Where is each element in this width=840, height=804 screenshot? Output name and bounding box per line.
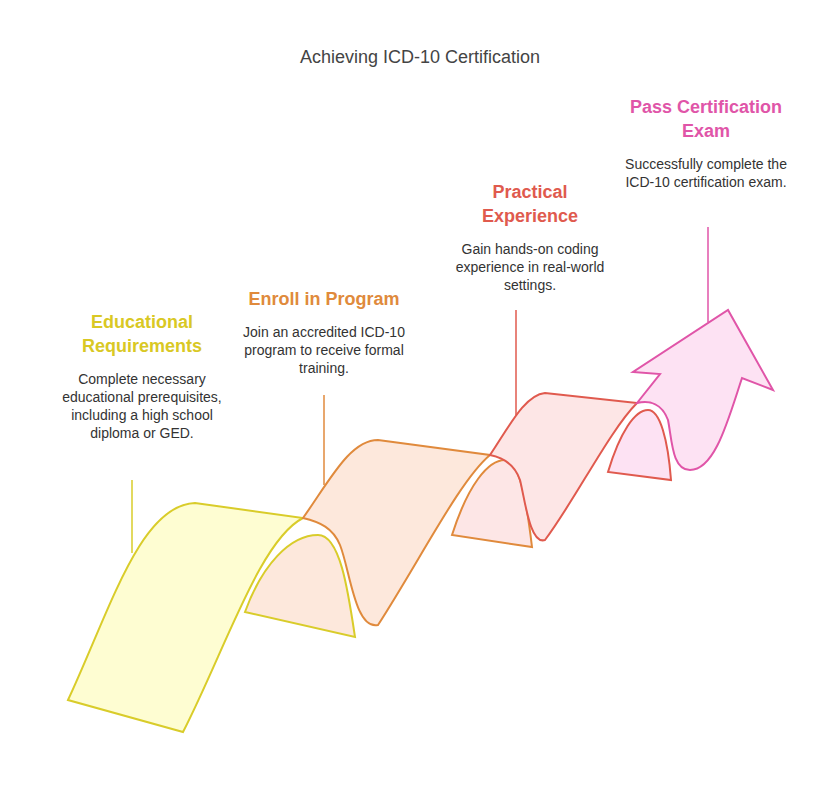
ribbon-segment bbox=[303, 440, 490, 625]
leader-line bbox=[131, 480, 133, 553]
ribbon-segment bbox=[490, 393, 637, 540]
leader-line bbox=[515, 310, 517, 415]
ribbon-segment bbox=[68, 503, 303, 732]
leader-line bbox=[323, 395, 325, 485]
step-description: Successfully complete the ICD-10 certifi… bbox=[624, 155, 789, 191]
step-node: Enroll in ProgramJoin an accredited ICD-… bbox=[214, 287, 434, 377]
step-description: Complete necessary educational prerequis… bbox=[60, 370, 225, 442]
step-heading: Educational Requirements bbox=[67, 310, 217, 358]
step-heading: Pass Certification Exam bbox=[619, 95, 794, 143]
step-description: Gain hands-on coding experience in real-… bbox=[450, 240, 610, 294]
step-heading: Practical Experience bbox=[465, 180, 595, 228]
step-heading: Enroll in Program bbox=[214, 287, 434, 311]
step-node: Educational RequirementsComplete necessa… bbox=[60, 310, 225, 442]
step-description: Join an accredited ICD-10 program to rec… bbox=[239, 323, 409, 377]
step-node: Pass Certification ExamSuccessfully comp… bbox=[619, 95, 794, 191]
diagram-title: Achieving ICD-10 Certification bbox=[0, 47, 840, 68]
leader-line bbox=[707, 227, 709, 322]
arrow-head bbox=[633, 310, 773, 470]
step-node: Practical ExperienceGain hands-on coding… bbox=[450, 180, 610, 294]
